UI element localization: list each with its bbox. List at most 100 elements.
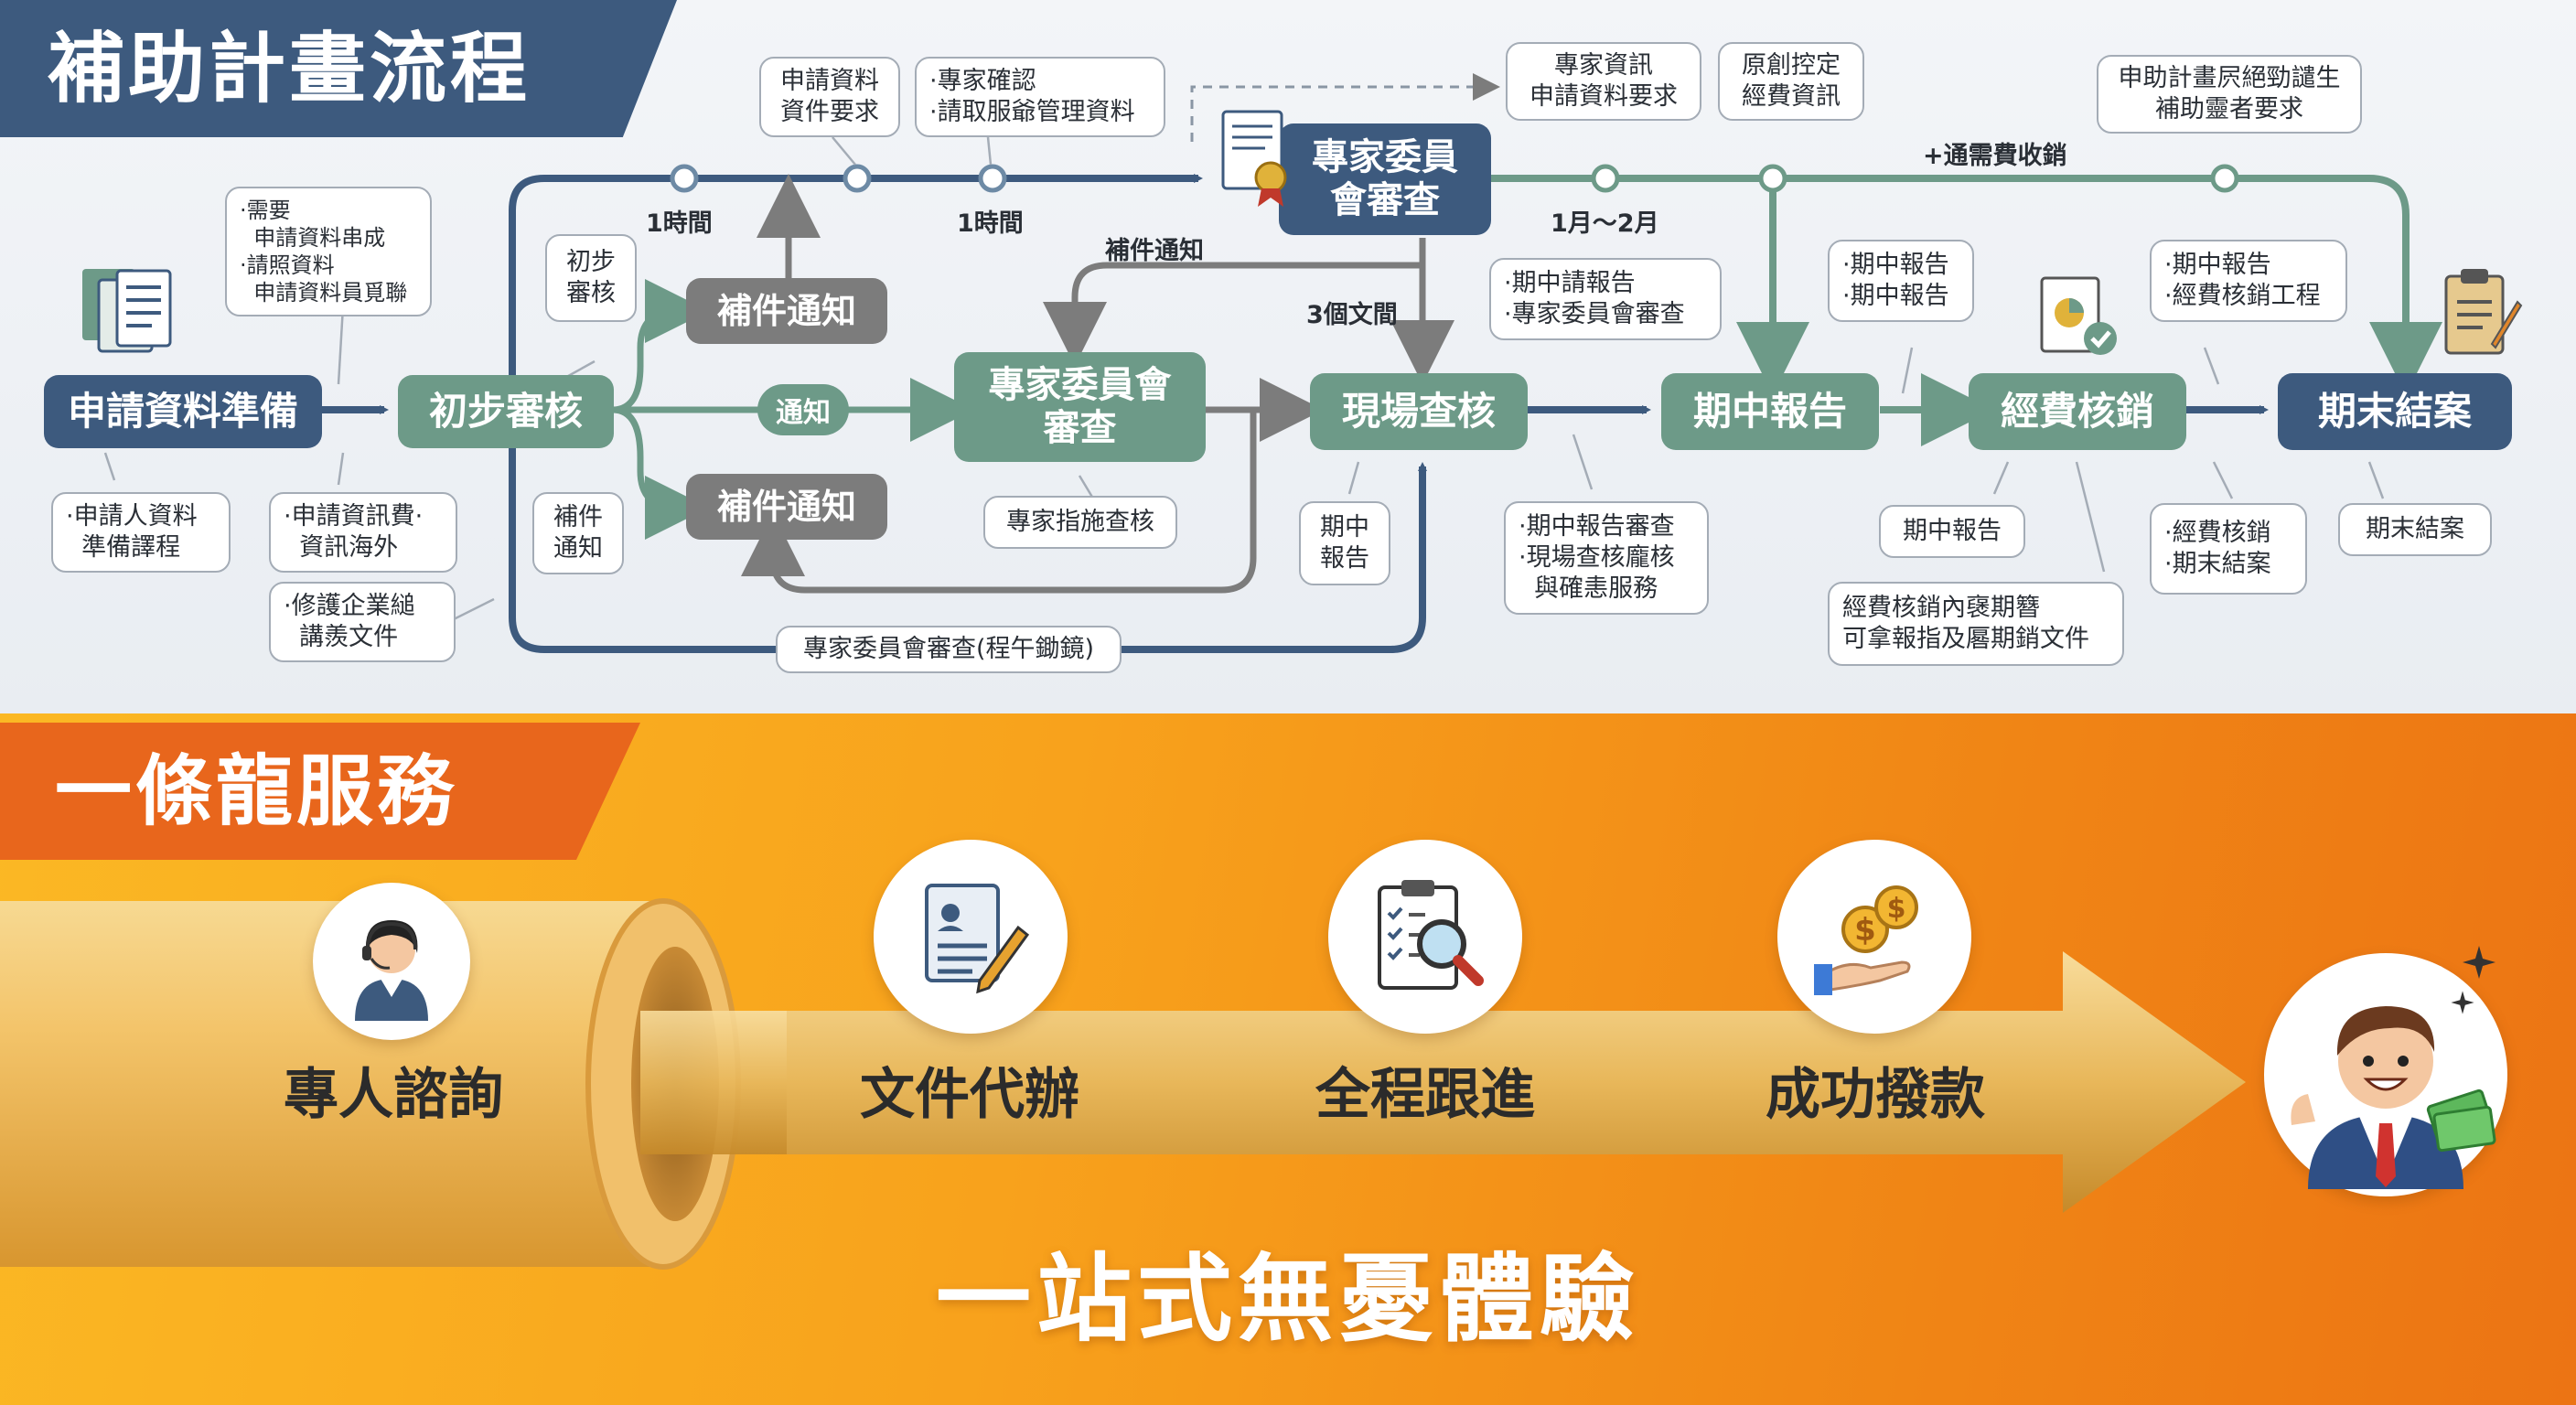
sparkle-icon	[2451, 991, 2474, 1014]
note-line: 可拿報指及厬期銷文件	[1842, 625, 2089, 653]
note-mid-small: 期中 報告	[1299, 501, 1390, 585]
note-mid-only: 期中報告	[1879, 505, 2025, 558]
supplement-notice-label: 補件通知	[1105, 237, 1204, 265]
documents-icon	[82, 269, 172, 353]
note-line: 資訊海外	[299, 533, 399, 562]
fee-label: +通需費收銷	[1923, 142, 2067, 170]
note-line: 期中報告	[1903, 517, 2002, 546]
certificate-icon	[1221, 110, 1287, 207]
note-applicant: ·申請人資料 準備譯程	[51, 492, 231, 573]
note-line: 報告	[1320, 544, 1369, 573]
clipboard-icon	[2444, 269, 2523, 355]
flow-section-title: 補助計畫流程	[0, 0, 677, 137]
node-prepare-application: 申請資料準備	[44, 375, 322, 448]
step-label-consult: 專人諮詢	[284, 1063, 503, 1127]
node-final-closure: 期末結案	[2278, 373, 2512, 450]
node-supplement-upper: 補件通知	[686, 278, 887, 344]
consultant-circle	[313, 883, 470, 1040]
note-line: 申助計畫屄絕勁譴生	[2118, 64, 2341, 93]
document-pen-icon	[925, 884, 1030, 994]
node-expense-write-off: 經費核銷	[1969, 373, 2186, 450]
note-line: ·申請資訊費·	[284, 502, 424, 531]
top-loop-arrow	[509, 174, 1203, 375]
pipe-body	[0, 901, 738, 1267]
tracking-circle	[1328, 840, 1522, 1034]
note-line: ·請取服爺管理資料	[929, 98, 1135, 126]
note-expert-confirm: ·專家確認 ·請取服爺管理資料	[915, 57, 1165, 137]
note-line: ·經費核銷工程	[2164, 282, 2321, 310]
note-line: ·期中報告	[2164, 251, 2271, 280]
duration-label-1: 1時間	[646, 209, 713, 238]
report-chart-icon	[2040, 276, 2117, 355]
note-subsidy-requirement: 申助計畫屄絕勁譴生 補助靈者要求	[2097, 55, 2362, 134]
note-line: ·專家確認	[929, 67, 1036, 96]
node-midterm-report: 期中報告	[1661, 373, 1879, 450]
happy-person-money-icon	[2291, 1006, 2496, 1189]
svg-text:$: $	[1887, 893, 1906, 925]
note-line: 講羨文件	[299, 623, 399, 651]
note-line: ·申請人資料	[66, 502, 198, 531]
note-line: 準備譯程	[81, 533, 181, 562]
note-expense: 經費核銷內襃期簪 可拿報指及厬期銷文件	[1828, 582, 2124, 666]
sparkle-icon	[2463, 946, 2496, 979]
document-circle	[874, 840, 1068, 1034]
note-line: ·期中請報告	[1504, 269, 1636, 298]
note-line: 專家指施查核	[1006, 508, 1154, 537]
note-line: 補件	[553, 503, 603, 532]
note-line: ·專家委員會審查	[1504, 300, 1685, 328]
node-site-inspection: 現場查核	[1310, 373, 1528, 450]
node-supplement-lower: 補件通知	[686, 474, 887, 540]
step-label-payment: 成功撥款	[1766, 1063, 1985, 1127]
note-line: 補助靈者要求	[2155, 95, 2303, 123]
duration-label-3: 1月～2月	[1551, 209, 1659, 238]
note-line: ·現場查核龐核	[1519, 543, 1675, 573]
flow-connectors	[103, 73, 2442, 653]
note-line: ·期中報告	[1842, 282, 1949, 310]
note-line: 經費核銷內襃期簪	[1842, 594, 2040, 623]
note-line: 期中	[1320, 513, 1369, 542]
note-line: 申請資料	[780, 67, 879, 96]
duration-label-2: 1時間	[957, 209, 1024, 238]
tagline: 一站式無憂體驗	[935, 1243, 1640, 1355]
service-section-title: 一條龍服務	[0, 723, 640, 860]
node-committee-review-top: 專家委員會審查	[1279, 123, 1491, 235]
step-label-tracking: 全程跟進	[1315, 1063, 1535, 1127]
note-line: 與確恚服務	[1534, 574, 1658, 603]
note-line: ·修護企業縋	[284, 592, 415, 621]
note-line: 審核	[566, 279, 616, 307]
step-label-documents: 文件代辦	[860, 1063, 1079, 1127]
note-line: ·期中報告	[1842, 251, 1949, 280]
note-line: ·經費核銷	[2164, 519, 2271, 548]
note-mid-review: ·期中報告審查 ·現場查核龐核 與確恚服務	[1504, 501, 1709, 615]
note-line: 申請資料要求	[1530, 82, 1678, 111]
note-expense-final: ·經費核銷 ·期末結案	[2150, 503, 2307, 595]
note-line: 經費資訊	[1742, 82, 1841, 111]
note-mid-report-b: ·期中報告 ·經費核銷工程	[2150, 240, 2347, 322]
node-initial-review: 初步審核	[398, 375, 614, 448]
note-original: 原創控定 經費資訊	[1718, 42, 1864, 121]
note-initial-step: 初步 審核	[545, 234, 637, 322]
note-info-fee: ·申請資訊費· 資訊海外	[269, 492, 457, 573]
node-committee-review-mid: 專家委員會審查	[954, 352, 1206, 462]
note-line: ·需要	[240, 198, 291, 223]
note-repair: ·修護企業縋 講羨文件	[269, 582, 456, 662]
note-need: ·需要 申請資料串成 ·請照資料 申請資料員覓聯	[225, 187, 432, 316]
note-supplement-small: 補件 通知	[532, 492, 624, 574]
clipboard-magnifier-icon	[1378, 880, 1484, 990]
note-line: 申請資料員覓聯	[253, 280, 408, 306]
note-line: 期末結案	[2366, 515, 2464, 544]
note-line: 原創控定	[1742, 51, 1841, 80]
note-apply-docs: 申請資料 資件要求	[759, 57, 900, 137]
note-final: 期末結案	[2338, 503, 2492, 556]
note-mid-apply: ·期中請報告 ·專家委員會審查	[1489, 258, 1722, 340]
result-circle	[2264, 953, 2507, 1196]
money-hand-icon: $ $	[1814, 885, 1918, 995]
svg-text:$: $	[1854, 912, 1876, 949]
note-line: ·期末結案	[2164, 550, 2271, 578]
note-line: 初步	[566, 248, 616, 277]
notice-pill: 通知	[757, 384, 849, 435]
note-line: 申請資料串成	[253, 225, 386, 251]
note-expert-info: 專家資訊 申請資料要求	[1506, 42, 1701, 121]
note-line: 資件要求	[780, 98, 879, 126]
